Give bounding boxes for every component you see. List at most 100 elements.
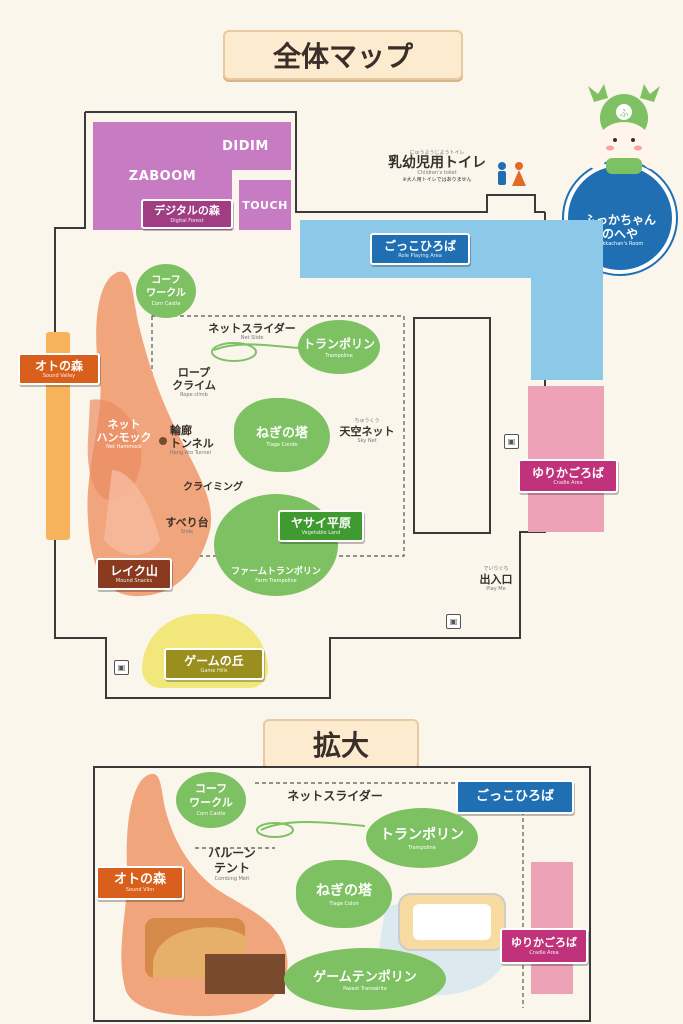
zaboom-label: ZABOOM xyxy=(128,168,197,184)
yasai-label: ヤサイ平原 xyxy=(290,515,351,530)
net-slider-label: ネットスライダー Net Slide xyxy=(206,322,298,342)
zoom-yurika-sign[interactable]: ゆりかごろば Cradle Area xyxy=(500,928,588,964)
zoom-oto-label: オトの森 xyxy=(113,871,166,887)
slide-text: すべり台 xyxy=(165,516,209,529)
toilet-main: 乳幼児用トイレ xyxy=(388,155,486,171)
zoom-negi-tower[interactable]: ねぎの塔 Tiage Colon xyxy=(296,860,392,928)
zoom-game-tramp-sub: Pasest Transalrite xyxy=(343,985,387,992)
game-label: ゲームの丘 xyxy=(184,653,244,668)
slide-label: すべり台 Slide xyxy=(160,516,214,536)
toilet-note: ※大人用トイレではありません xyxy=(402,177,472,183)
sky-net-label: ちゅうくう 天空ネット Sky Net xyxy=(336,418,398,445)
toilet-furigana: にゅうようじようトイレ xyxy=(409,150,465,156)
toilet-sub: Children's toilet xyxy=(417,170,457,176)
stroller-icon: ▣ xyxy=(504,434,519,449)
entrance-text: 出入口 xyxy=(479,573,513,586)
mascot-room[interactable]: ふっかちゃん のへや Fukkachan's Room xyxy=(564,162,676,274)
zoom-corn-sub: Corn Castle xyxy=(196,811,226,817)
zoom-yurika-sub: Cradle Area xyxy=(529,949,559,956)
mascot-room-sub: Fukkachan's Room xyxy=(596,241,644,247)
zoom-terrain xyxy=(121,773,525,1017)
tunnel-label: 輪廊 トンネル Hang Ato Tunnel xyxy=(170,424,234,457)
negi-sub: Tiage Conde xyxy=(266,441,298,448)
toilet-icon xyxy=(492,160,530,192)
yurika-label: ゆりかごろば xyxy=(531,465,604,480)
zoom-negi-label: ねぎの塔 xyxy=(316,883,372,899)
game-sub: Game Hills xyxy=(200,667,228,674)
zoom-title: 拡大 xyxy=(263,719,419,769)
rope-climb-sub: Rope climb xyxy=(180,392,208,398)
reiku-sub: Mound Snacks xyxy=(115,577,153,584)
oto-sign[interactable]: オトの森 Sound Valley xyxy=(18,353,100,385)
oto-sub: Sound Valley xyxy=(42,372,76,379)
net-slider-sub: Net Slide xyxy=(240,335,264,341)
farm-trampoline-label: ファームトランポリン xyxy=(231,566,321,577)
corn-castle[interactable]: コーフ ワークル Corn Castle xyxy=(136,264,196,318)
tunnel-sub: Hang Ato Tunnel xyxy=(170,450,211,456)
kokko-label: ごっこひろば xyxy=(383,238,456,253)
kokko-sub: Role Playing Area xyxy=(398,252,442,259)
zoom-balloon-sub: Combing Melt xyxy=(214,876,250,882)
overview-title: 全体マップ xyxy=(223,30,463,80)
didim-room[interactable]: DIDIM xyxy=(200,122,291,170)
digital-forest-sign[interactable]: デジタルの森 Digital Forest xyxy=(141,199,233,229)
stroller-icon: ▣ xyxy=(114,660,129,675)
toilet-label: にゅうようじようトイレ 乳幼児用トイレ Children's toilet ※大… xyxy=(382,150,492,184)
sky-net-furigana: ちゅうくう xyxy=(354,418,380,424)
zoom-negi-sub: Tiage Colon xyxy=(329,901,359,907)
slide-sub: Slide xyxy=(180,529,194,535)
reiku-sign[interactable]: レイク山 Mound Snacks xyxy=(96,558,172,590)
corn-castle-label: コーフ ワークル xyxy=(146,275,186,299)
digital-forest-label: デジタルの森 xyxy=(154,203,220,217)
touch-room[interactable]: TOUCH xyxy=(239,180,291,230)
stroller-icon: ▣ xyxy=(446,614,461,629)
yasai-sub: Vegetable Land xyxy=(301,529,341,536)
zoom-balloon-label: バルーン テント Combing Melt xyxy=(196,846,268,883)
negi-label: ねぎの塔 xyxy=(255,425,308,441)
zoom-oto-sub: Sound Vilm xyxy=(125,886,155,893)
zoom-corn-castle[interactable]: コーフ ワークル Corn Castle xyxy=(176,772,246,828)
corn-castle-sub: Corn Castle xyxy=(151,301,181,307)
trampoline-label: トランポリン xyxy=(302,336,375,351)
rope-climb-label: ロープ クライム Rope climb xyxy=(164,366,224,399)
negi-tower[interactable]: ねぎの塔 Tiage Conde xyxy=(234,398,330,472)
zoom-kokko-sign[interactable]: ごっこひろば xyxy=(456,780,574,814)
kokko-sign[interactable]: ごっこひろば Role Playing Area xyxy=(370,233,470,265)
digital-forest-sub: Digital Forest xyxy=(170,217,204,224)
role-playing-area-vertical[interactable] xyxy=(531,220,603,380)
net-hammock-label: ネット ハンモック Net Hammock xyxy=(92,418,156,451)
yurika-sub: Cradle Area xyxy=(553,479,583,486)
tunnel-text: 輪廊 トンネル xyxy=(170,424,214,450)
svg-text:ふ: ふ xyxy=(619,108,628,119)
net-slider-text: ネットスライダー xyxy=(208,322,296,335)
zoom-trampoline[interactable]: トランポリン Trampoline xyxy=(366,808,478,868)
zoom-oto-sign[interactable]: オトの森 Sound Vilm xyxy=(96,866,184,900)
didim-label: DIDIM xyxy=(222,138,269,154)
trampoline-sub: Trampoline xyxy=(325,352,353,359)
zoom-trampoline-sub: Trampoline xyxy=(408,845,436,851)
zoom-corn-label: コーフ ワークル xyxy=(189,782,233,809)
zoom-kokko-label: ごっこひろば xyxy=(475,789,554,804)
touch-label: TOUCH xyxy=(242,198,288,212)
game-sign[interactable]: ゲームの丘 Game Hills xyxy=(164,648,264,680)
rope-climb-text: ロープ クライム xyxy=(172,366,216,392)
zoom-game-trampoline[interactable]: ゲームテンポリン Pasest Transalrite xyxy=(284,948,446,1010)
zoom-trampoline-label: トランポリン xyxy=(380,827,464,843)
farm-trampoline-sub: Farm Trampoline xyxy=(255,577,297,584)
sky-net-sub: Sky Net xyxy=(357,438,377,444)
yurika-sign[interactable]: ゆりかごろば Cradle Area xyxy=(518,459,618,493)
sky-net-text: 天空ネット xyxy=(339,425,395,438)
zoom-net-slider-label: ネットスライダー xyxy=(280,790,390,803)
net-hammock-sub: Net Hammock xyxy=(106,444,142,450)
climbing-label: クライミング xyxy=(180,480,246,494)
entrance-label: でいりぐち 出入口 Play Me xyxy=(468,566,524,593)
zoom-yurika-label: ゆりかごろば xyxy=(511,935,577,949)
entrance-sub: Play Me xyxy=(486,586,506,592)
zoom-net-slider-text: ネットスライダー xyxy=(287,789,383,803)
mascot-icon: ふ xyxy=(574,80,674,180)
net-hammock-text: ネット ハンモック xyxy=(96,418,152,444)
yasai-sign[interactable]: ヤサイ平原 Vegetable Land xyxy=(278,510,364,542)
trampoline-area[interactable]: トランポリン Trampoline xyxy=(298,320,380,374)
zoom-game-tramp-label: ゲームテンポリン xyxy=(313,969,417,985)
